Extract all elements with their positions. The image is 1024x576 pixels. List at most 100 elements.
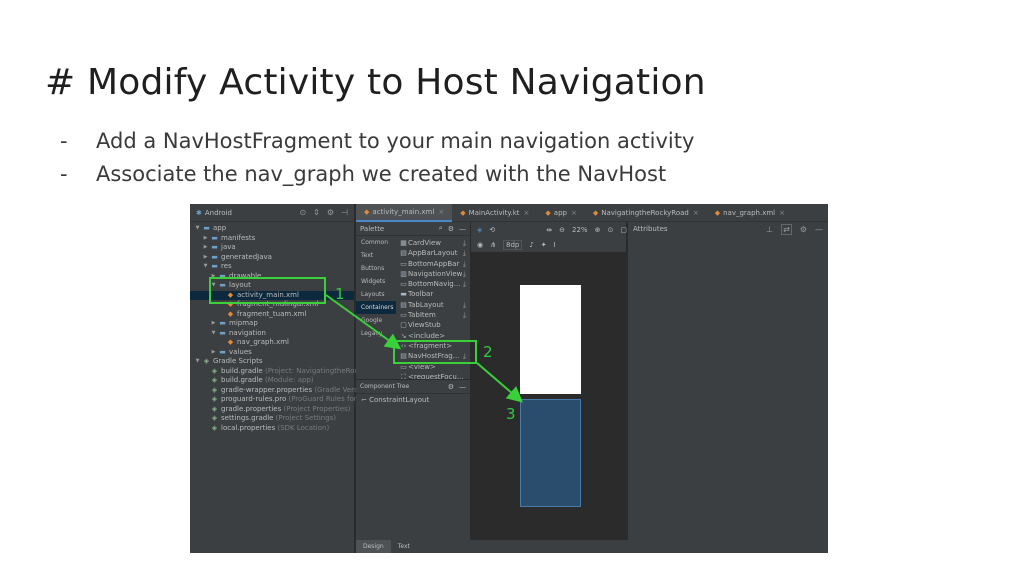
design-preview[interactable] [520,285,581,394]
palette-item[interactable]: ▦CardView⤓ [397,238,470,248]
tree-item[interactable]: ▼▬res [190,262,354,272]
eye-icon[interactable]: ◉ [477,240,484,249]
palette-item[interactable]: ▤AppBarLayout⤓ [397,248,470,258]
palette-category[interactable]: Widgets [361,278,386,285]
infer-constraints-icon[interactable]: ✦ [540,240,547,249]
expanded-arrow-icon[interactable]: ▼ [203,263,208,269]
hide-icon[interactable]: ⊣ [341,208,348,217]
tree-item[interactable]: ▼▬app [190,224,354,234]
close-icon[interactable]: × [779,208,785,217]
tree-item[interactable]: ▶▬generatedJava [190,253,354,263]
palette-item[interactable]: ▭BottomAppBar⤓ [397,259,470,269]
palette-item[interactable]: ▭BottomNavig...⤓ [397,279,470,289]
hide-icon[interactable]: — [815,224,823,234]
tree-item[interactable]: ▶▬java [190,243,354,253]
download-icon[interactable]: ⤓ [462,300,466,309]
tree-item[interactable]: ◈gradle.properties (Project Properties) [190,405,354,415]
tree-item[interactable]: ▼▬navigation [190,329,354,339]
tree-item[interactable]: ▶▬drawable [190,272,354,282]
orientation-icon[interactable]: ⟲ [489,225,496,234]
palette-item[interactable]: ▥NavigationView⤓ [397,269,470,279]
gear-icon[interactable]: ⚙ [447,382,454,391]
pan-icon[interactable]: ⇹ [546,225,553,234]
palette-category[interactable]: Buttons [361,265,385,272]
tree-item[interactable]: ◈settings.gradle (Project Settings) [190,414,354,424]
download-icon[interactable]: ⤓ [462,352,466,361]
palette-item[interactable]: ▢ViewStub [397,320,470,330]
editor-tab[interactable]: ◆app× [537,204,584,222]
settings-icon[interactable]: ⊙ [299,208,307,217]
default-margin[interactable]: 8dp [502,239,523,250]
project-view-selector[interactable]: Android [204,208,232,217]
zoom-in-icon[interactable]: ⊕ [594,225,601,234]
blueprint-preview[interactable] [520,399,581,507]
tree-item[interactable]: ◈build.gradle (Module: app) [190,376,354,386]
hide-icon[interactable]: — [459,382,466,391]
palette-item[interactable]: ▤TabLayout⤓ [397,300,470,310]
download-icon[interactable]: ⤓ [462,259,466,268]
expanded-arrow-icon[interactable]: ▼ [195,358,200,364]
editor-mode-tab-design[interactable]: Design [356,540,391,553]
palette-item[interactable]: ▭<view> [397,362,470,372]
editor-tab[interactable]: ◆NavigatingtheRockyRoad× [585,204,707,222]
tree-item[interactable]: ◆activity_main.xml [190,290,354,300]
download-icon[interactable]: ⤓ [462,269,466,278]
collapsed-arrow-icon[interactable]: ▶ [203,244,208,250]
guidelines-icon[interactable]: I [553,240,556,249]
palette-item[interactable]: ▬Toolbar [397,289,470,299]
expanded-arrow-icon[interactable]: ▼ [211,329,216,336]
pin-icon[interactable]: ⊥ [766,224,774,234]
palette-category[interactable]: Containers [356,301,396,314]
close-icon[interactable]: × [523,208,530,217]
palette-category[interactable]: Text [361,252,374,259]
gear-icon[interactable]: ⚙ [326,208,335,217]
download-icon[interactable]: ⤓ [462,249,466,258]
editor-mode-tab-text[interactable]: Text [397,543,410,550]
download-icon[interactable]: ⤓ [462,311,466,320]
close-icon[interactable]: × [692,208,699,217]
component-tree-root[interactable]: ⌐ ConstraintLayout [356,394,470,406]
tree-item[interactable]: ◈proguard-rules.pro (ProGuard Rules for … [190,395,368,405]
design-canvas[interactable] [471,252,626,544]
palette-item[interactable]: ⛶<requestFocu... [397,372,470,382]
collapsed-arrow-icon[interactable]: ▶ [203,253,208,260]
zoom-out-icon[interactable]: ⊖ [559,225,566,234]
download-icon[interactable]: ⤓ [462,239,466,247]
gear-icon[interactable]: ⚙ [799,224,807,234]
palette-item[interactable]: ‹›<fragment> [397,341,470,351]
tree-item[interactable]: ▶▬values [190,348,354,358]
close-icon[interactable]: × [438,207,445,216]
palette-category[interactable]: Common [361,239,389,246]
palette-category[interactable]: Legacy [361,330,383,337]
search-icon[interactable]: ⌕ [438,224,443,232]
gear-icon[interactable]: ⚙ [447,224,454,233]
palette-item[interactable]: ↘<include> [397,331,470,341]
tree-item[interactable]: ▼◈Gradle Scripts [190,357,354,367]
expanded-arrow-icon[interactable]: ▼ [195,225,200,231]
swap-view-icon[interactable]: ⇄ [781,223,792,235]
editor-tab[interactable]: ◆nav_graph.xml× [707,204,793,222]
palette-category[interactable]: Google [361,317,383,324]
refresh-icon[interactable]: ⊙ [607,225,614,234]
palette-item[interactable]: ▭TabItem⤓ [397,310,470,320]
magnet-icon[interactable]: ⋔ [490,240,496,249]
collapse-icon[interactable]: ⇕ [313,208,320,217]
tree-item[interactable]: ▶▬manifests [190,234,354,244]
hide-icon[interactable]: — [459,224,466,233]
tree-item[interactable]: ▼▬layout [190,281,354,291]
editor-tab[interactable]: ◆activity_main.xml× [356,204,453,222]
tree-item[interactable]: ◈local.properties (SDK Location) [190,424,354,434]
collapsed-arrow-icon[interactable]: ▶ [211,272,216,279]
tree-item[interactable]: ◆nav_graph.xml [190,338,354,348]
clear-constraints-icon[interactable]: ♪ [529,240,534,249]
collapsed-arrow-icon[interactable]: ▶ [203,234,208,241]
zoom-fit-icon[interactable]: ▢ [620,225,627,234]
close-icon[interactable]: × [570,208,577,217]
layers-icon[interactable]: ◈ [477,225,483,234]
editor-tab[interactable]: ◆MainActivity.kt× [452,204,537,222]
tree-item[interactable]: ◆fragment_tuam.xml [190,310,354,320]
collapsed-arrow-icon[interactable]: ▶ [211,320,216,326]
tree-item[interactable]: ◆fragment_mulingar.xml [190,300,354,310]
palette-category[interactable]: Layouts [361,291,385,298]
expanded-arrow-icon[interactable]: ▼ [211,282,216,288]
